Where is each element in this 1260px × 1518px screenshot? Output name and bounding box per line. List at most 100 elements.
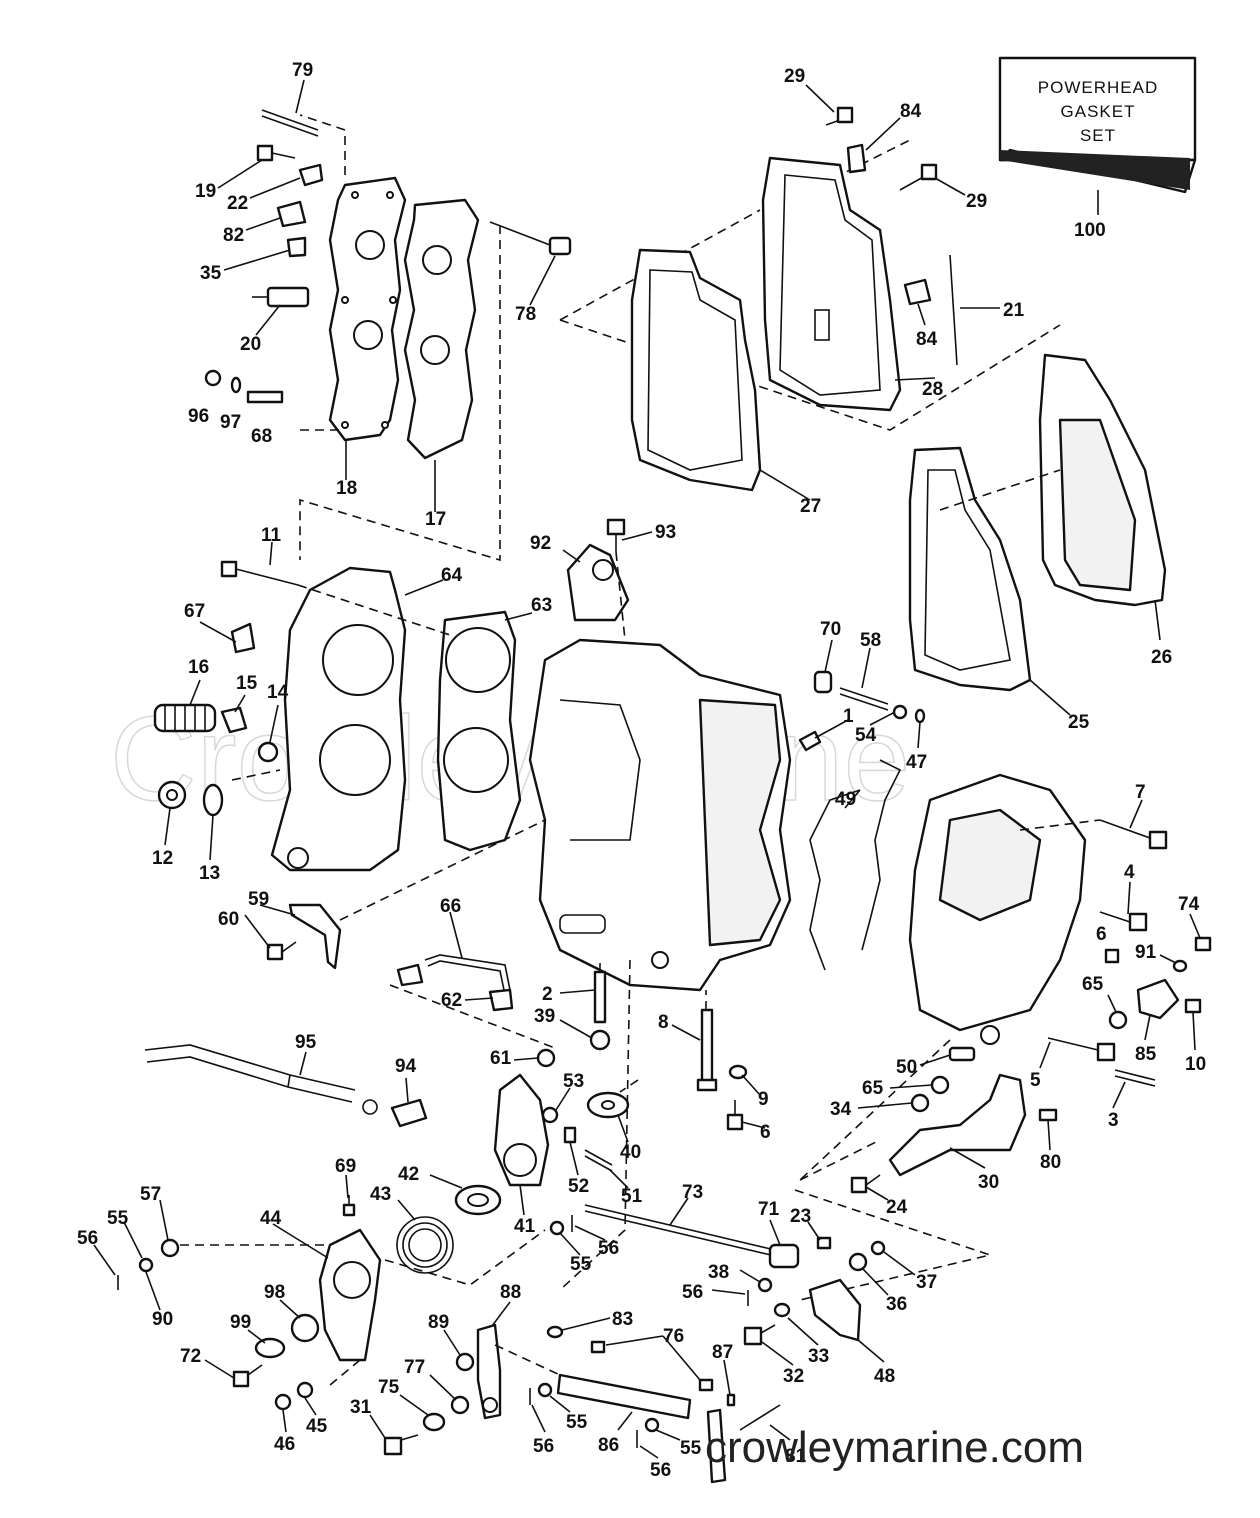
grommet-14 <box>257 741 279 763</box>
crankcase-cover <box>908 773 1087 1045</box>
callout-92: 92 <box>530 533 551 554</box>
throttle-cam-44 <box>318 1228 382 1362</box>
callout-69: 69 <box>335 1156 356 1177</box>
callout-81: 81 <box>785 1446 807 1467</box>
hose-95 <box>144 1044 356 1103</box>
screw-6-right <box>1104 948 1120 964</box>
callout-84-lower: 84 <box>916 329 938 350</box>
callout-53: 53 <box>563 1071 584 1092</box>
washer-33 <box>773 1302 791 1318</box>
clip-82 <box>276 200 307 228</box>
stud-2 <box>593 970 607 1024</box>
bolt-32 <box>743 1324 776 1346</box>
callout-29-top: 29 <box>784 66 805 87</box>
callout-97: 97 <box>220 412 241 433</box>
callout-76: 76 <box>663 1326 684 1347</box>
nut-96 <box>204 369 222 387</box>
drain-valve-78 <box>489 221 572 256</box>
callout-65-right: 65 <box>1082 974 1104 995</box>
callout-88: 88 <box>500 1282 521 1303</box>
washer-75 <box>422 1412 446 1432</box>
cylinder-head-cover-gasket-17 <box>403 198 480 460</box>
callout-10: 10 <box>1185 1054 1206 1075</box>
callout-91: 91 <box>1135 942 1157 963</box>
kit-label-line-1: POWERHEAD <box>1038 78 1158 97</box>
clip-84-lower <box>903 278 932 306</box>
callout-18: 18 <box>336 478 357 499</box>
washer-55-left <box>138 1257 154 1273</box>
throttle-rod-73 <box>584 1204 776 1257</box>
pin-79 <box>261 109 319 137</box>
screw-87 <box>726 1393 736 1407</box>
callout-11: 11 <box>261 525 282 546</box>
callout-56-lowright: 56 <box>650 1460 671 1481</box>
callout-47: 47 <box>906 752 927 773</box>
washer-34 <box>910 1093 930 1113</box>
callout-48: 48 <box>874 1366 895 1387</box>
callout-26: 26 <box>1151 647 1172 668</box>
callout-51: 51 <box>621 1186 643 1207</box>
bolt-8 <box>696 1008 718 1092</box>
thermostat-gasket-13 <box>202 783 224 817</box>
nut-89 <box>455 1352 475 1372</box>
callout-52: 52 <box>568 1176 589 1197</box>
callout-55-left: 55 <box>107 1208 129 1229</box>
callout-40: 40 <box>620 1142 641 1163</box>
cylinder-block-crankcase <box>528 638 792 992</box>
callout-77: 77 <box>404 1357 425 1378</box>
screw-80 <box>1038 1108 1058 1122</box>
callout-29-side: 29 <box>966 191 987 212</box>
callout-23: 23 <box>790 1206 811 1227</box>
exhaust-cover-gasket-27 <box>630 248 762 492</box>
callout-32: 32 <box>783 1366 804 1387</box>
callout-36: 36 <box>886 1294 907 1315</box>
callout-72: 72 <box>180 1346 201 1367</box>
callout-9: 9 <box>758 1089 769 1110</box>
callout-55-mid: 55 <box>570 1254 592 1275</box>
callout-41: 41 <box>514 1216 536 1237</box>
screw-74 <box>1194 936 1212 952</box>
callout-80: 80 <box>1040 1152 1061 1173</box>
callout-34: 34 <box>830 1099 852 1120</box>
callout-2: 2 <box>542 984 553 1005</box>
callout-66: 66 <box>440 896 461 917</box>
callout-55-lowright: 55 <box>680 1438 702 1459</box>
callout-38: 38 <box>708 1262 729 1283</box>
callout-13: 13 <box>199 863 220 884</box>
washer-99 <box>254 1337 286 1359</box>
spring-43 <box>396 1216 454 1274</box>
cover-85 <box>1136 978 1180 1020</box>
clip-35 <box>286 236 307 258</box>
callout-70: 70 <box>820 619 841 640</box>
screw-29-top <box>825 106 854 126</box>
screw-19 <box>256 144 296 162</box>
callout-30: 30 <box>978 1172 999 1193</box>
bolt-4 <box>1099 911 1148 932</box>
bolt-5 <box>1047 1037 1116 1062</box>
callout-62: 62 <box>441 990 462 1011</box>
nut-61 <box>536 1048 556 1068</box>
callout-50: 50 <box>896 1057 917 1078</box>
callout-59: 59 <box>248 889 269 910</box>
callout-73: 73 <box>682 1182 703 1203</box>
screw-76-left <box>590 1340 606 1354</box>
callout-44: 44 <box>260 1208 282 1229</box>
washer-97 <box>230 376 242 394</box>
callout-5: 5 <box>1030 1070 1041 1091</box>
clip-84-top <box>846 143 867 174</box>
spacer-70 <box>813 670 833 694</box>
callout-65-lower: 65 <box>862 1078 884 1099</box>
spring-53 <box>541 1106 559 1124</box>
connector-71 <box>768 1243 800 1269</box>
throttle-arm-30 <box>888 1073 1027 1177</box>
callout-49: 49 <box>835 789 856 810</box>
washer-55-mid <box>549 1220 565 1236</box>
nut-45 <box>296 1381 314 1399</box>
screw-93 <box>606 518 626 552</box>
nut-65-lower <box>930 1075 950 1095</box>
callout-17: 17 <box>425 509 446 530</box>
callout-83: 83 <box>612 1309 633 1330</box>
lifting-bracket-92 <box>566 543 630 622</box>
screw-69 <box>342 1195 356 1217</box>
